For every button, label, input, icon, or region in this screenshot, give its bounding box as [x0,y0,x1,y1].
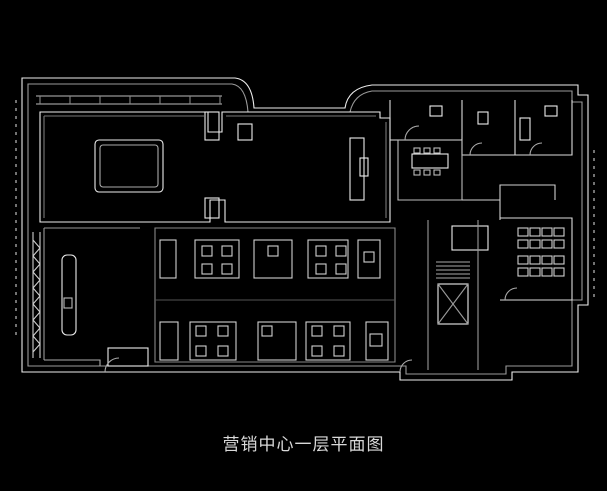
outer-wall [21,77,589,381]
stair-box [451,225,489,251]
sink [519,117,531,141]
column [237,123,253,141]
meeting-room [397,140,463,201]
elevator-x [437,283,469,325]
facade-band [36,95,222,105]
core-wall [427,220,479,370]
display-counter [61,254,77,336]
column [204,197,220,219]
door-swing [529,142,543,156]
plan-caption: 营销中心一层平面图 [222,435,385,455]
door-swing [104,357,120,373]
hall-wall [39,111,391,223]
column [204,111,220,141]
left-truss [32,232,41,358]
reception-desk [349,137,365,201]
toilet [429,105,443,117]
sand-table-inner [99,144,159,188]
door-swing [404,125,420,141]
display-item [63,297,73,309]
hall-wall-inner [43,115,387,218]
door-swing [469,142,483,156]
toilet [544,105,558,117]
door-swing [504,287,518,301]
stair-flight [436,261,470,279]
outer-wall-inner [27,83,583,375]
corridor-wall [462,184,556,220]
left-zone-line [43,227,140,360]
desk [107,347,149,367]
toilet [477,111,489,125]
door-swing [399,359,413,373]
elevator [437,283,469,325]
lower-left-wall [44,359,101,366]
meeting-table [411,153,449,169]
reception-counter [359,157,369,177]
seating-zone-wall [154,227,396,363]
sand-table [94,139,164,193]
office-room [500,217,573,301]
room-walls-top [389,100,573,156]
facade-ticks [39,96,221,104]
